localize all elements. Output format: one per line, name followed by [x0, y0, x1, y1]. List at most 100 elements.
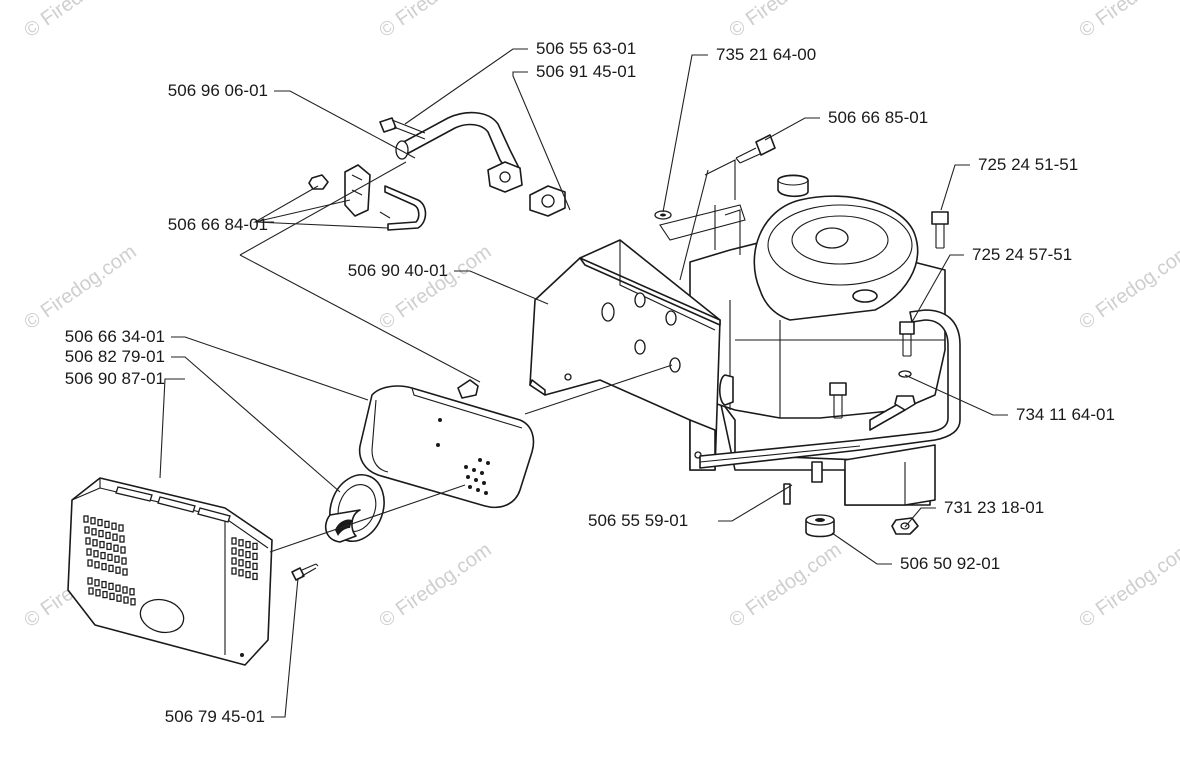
vent-slot [107, 553, 113, 562]
leader-line [274, 90, 416, 159]
watermark-text: © Firedog.com [375, 241, 495, 334]
vent-slot [116, 594, 122, 602]
vent-slot [100, 551, 106, 560]
vent-slot [83, 515, 89, 523]
vent-slot [245, 570, 251, 579]
vent-slot [111, 522, 117, 530]
vent-slot [238, 539, 244, 547]
leader-line [254, 221, 389, 229]
leader-line [159, 378, 185, 479]
vent-slot [252, 552, 258, 561]
vent-slot [252, 572, 258, 581]
vent-slot [121, 557, 127, 565]
muffler [358, 379, 535, 509]
part-number-callout: 506 96 06-01 [168, 81, 268, 100]
leader-line [404, 48, 528, 125]
vent-slot [106, 542, 112, 551]
watermark-text: © Firedog.com [375, 539, 495, 632]
vent-slot [238, 559, 244, 567]
vent-slot [231, 567, 237, 575]
part-number-callout: 506 66 85-01 [828, 108, 928, 127]
vent-slot [118, 524, 124, 532]
leader-line [764, 117, 820, 141]
vent-slot [91, 528, 97, 536]
leader-line [940, 164, 970, 211]
watermark-text: © Firedog.com [725, 539, 845, 632]
vent-slot [87, 559, 93, 567]
vent-slot [101, 562, 107, 571]
vent-slot [94, 561, 100, 569]
part-number-callout: 725 24 51-51 [978, 155, 1078, 174]
leader-line [662, 54, 708, 213]
part-number-callout: 735 21 64-00 [716, 45, 816, 64]
engine-assembly [689, 159, 946, 506]
vent-slot [122, 586, 128, 594]
vent-slot [101, 580, 107, 589]
vent-slot [90, 517, 96, 525]
leader-line [904, 507, 936, 528]
watermark-text: © Firedog.com [725, 0, 845, 42]
spark-arrestor-deflector [324, 474, 385, 543]
vent-slot [113, 544, 119, 552]
leader-line [904, 374, 1008, 416]
vent-slot [95, 589, 101, 597]
vent-slot [231, 547, 237, 555]
vent-slot [87, 577, 93, 585]
part-number-callout: 506 90 40-01 [348, 261, 448, 280]
vent-slot [109, 592, 115, 601]
vent-slot [108, 564, 114, 573]
vent-slot [245, 550, 251, 559]
watermark-text: © Firedog.com [1075, 0, 1180, 42]
vent-slot [112, 533, 118, 541]
leader-line [171, 356, 341, 493]
vent-slot [231, 537, 237, 545]
vent-slot [122, 568, 128, 576]
alignment-lines [239, 161, 709, 553]
vent-slot [119, 535, 125, 543]
leader-line [512, 71, 571, 211]
engine-mount-plate [529, 204, 746, 471]
part-number-callout: 506 55 63-01 [536, 39, 636, 58]
leader-line [171, 336, 369, 401]
part-number-callout: 506 50 92-01 [900, 554, 1000, 573]
vent-slot [115, 584, 121, 592]
vent-slot [238, 549, 244, 557]
leader-line [911, 254, 964, 323]
engine-fasteners [654, 134, 949, 538]
vent-slot [115, 566, 121, 574]
part-number-callout: 734 11 64-01 [1016, 405, 1115, 424]
part-number-callout: 506 66 34-01 [65, 327, 165, 346]
vent-slot [105, 531, 111, 540]
leader-line [831, 532, 892, 565]
vent-slot [93, 550, 99, 558]
vent-slot [86, 548, 92, 556]
exhaust-pipe-assembly [308, 111, 566, 231]
part-number-callout: 506 55 59-01 [588, 511, 688, 530]
vent-slot [123, 596, 129, 604]
vent-slot [130, 598, 136, 606]
vent-slot [104, 520, 110, 529]
vent-slot [245, 540, 251, 549]
part-number-callout: 506 82 79-01 [65, 347, 165, 366]
vent-slot [98, 529, 104, 538]
vent-slot [99, 540, 105, 549]
part-number-callout: 506 90 87-01 [65, 369, 165, 388]
vent-slot [252, 542, 258, 551]
part-number-callout: 506 66 84-01 [168, 215, 268, 234]
watermark-text: © Firedog.com [1075, 241, 1180, 334]
vent-slot [129, 588, 135, 596]
vent-slot [114, 555, 120, 563]
watermark-text: © Firedog.com [20, 0, 140, 42]
heat-shield-vents [83, 515, 258, 606]
watermark-text: © Firedog.com [1075, 539, 1180, 632]
vent-slot [252, 562, 258, 571]
leader-line [271, 577, 299, 718]
leader-lines [159, 48, 1008, 718]
watermark-text: © Firedog.com [20, 241, 140, 334]
leader-line [718, 484, 793, 522]
leader-line [454, 270, 549, 305]
muffler-vent-holes [464, 458, 490, 495]
leader-line [254, 199, 351, 223]
